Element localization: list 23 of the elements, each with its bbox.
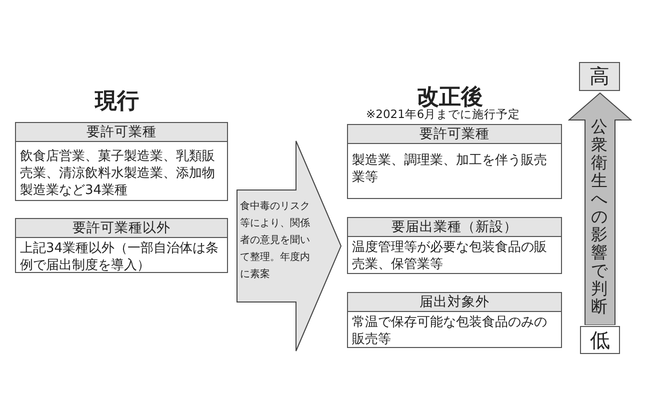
category-box [347, 292, 562, 348]
category-box [347, 217, 562, 274]
category-box [347, 124, 562, 199]
box-text: 温度管理等が必要な包装食品の販売業、保管業等 [351, 239, 548, 274]
schedule-note: ※2021年6月までに施行予定 [366, 107, 520, 122]
box-text: 上記34業種以外（一部自治体は条例で届出制度を導入） [19, 240, 220, 275]
edge-label: 公衆衛生への影響で判断 [590, 118, 608, 316]
box-heading: 要許可業種 [348, 125, 561, 144]
box-heading: 要許可業種以外 [16, 219, 227, 238]
box-text: 常温で保存可能な包装食品のみの販売等 [351, 314, 548, 349]
box-text: 飲食店営業、菓子製造業、乳類販売業、清涼飲料水製造業、添加物製造業など34業種 [19, 148, 216, 200]
block-arrow [568, 92, 632, 325]
box-heading: 届出対象外 [348, 293, 561, 312]
column-heading: 改正後 [417, 84, 483, 110]
category-box [15, 218, 228, 273]
category-box [15, 122, 228, 201]
level-box: 低 [580, 326, 620, 354]
box-text: 製造業、調理業、加工を伴う販売業等 [351, 152, 548, 187]
box-heading: 要届出業種（新設） [348, 218, 561, 237]
level-box: 高 [579, 62, 620, 91]
column-heading: 現行 [95, 88, 139, 116]
box-heading: 要許可業種 [16, 123, 227, 142]
arrow-text: 食中毒のリスク等により、関係者の意見を聞いて整理。年度内に素案 [240, 200, 311, 282]
